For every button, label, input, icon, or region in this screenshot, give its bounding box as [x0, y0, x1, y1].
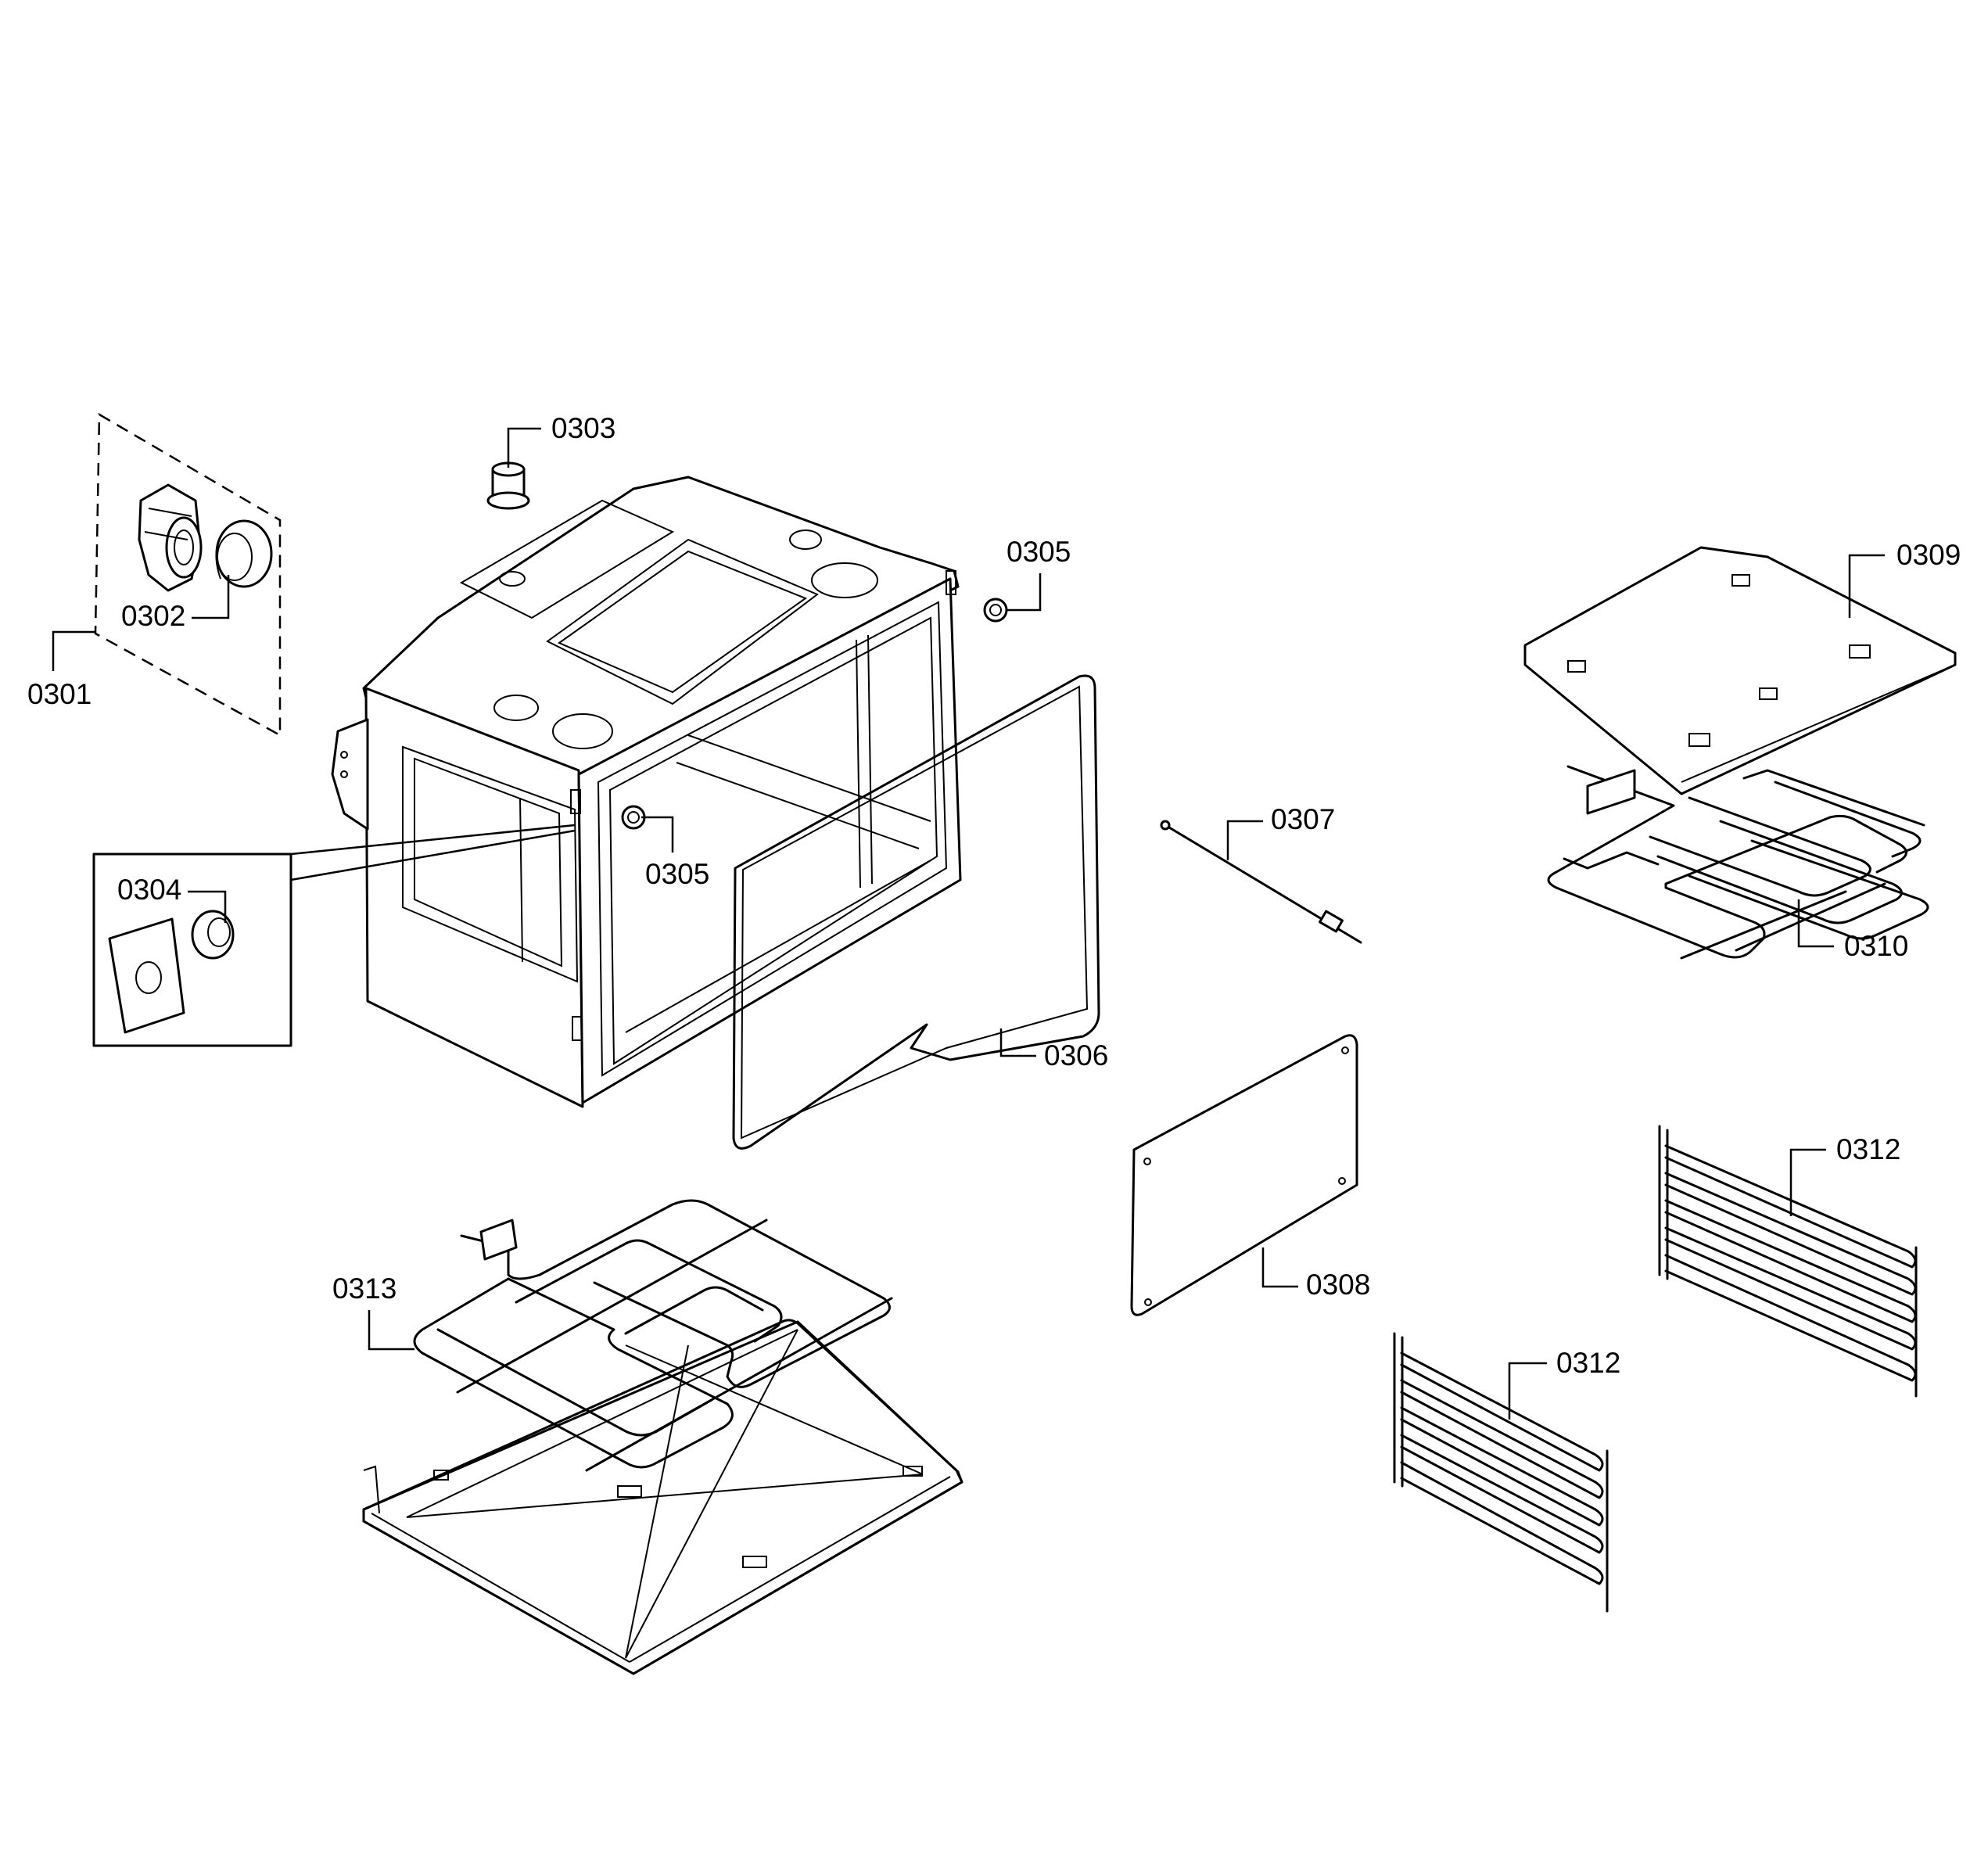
plug-right	[983, 598, 1008, 623]
rack-rail-right	[1658, 1125, 1918, 1398]
label-0305-front: 0305	[645, 858, 709, 890]
back-panel	[1130, 1034, 1358, 1316]
label-0304: 0304	[117, 874, 181, 906]
light-bracket-inset	[92, 824, 576, 1047]
door-gasket	[732, 674, 1100, 1150]
sensor-rod	[1160, 820, 1362, 944]
label-0312-lower: 0312	[1556, 1347, 1620, 1379]
plug-front	[621, 805, 646, 830]
label-0312-right: 0312	[1836, 1133, 1900, 1165]
label-0303: 0303	[551, 412, 615, 444]
leader-lines	[52, 427, 1885, 1420]
broil-element	[1547, 765, 1929, 960]
top-cover-plate	[1523, 546, 1957, 795]
rack-rail-left	[1393, 1332, 1609, 1613]
lamp-assembly-group	[94, 412, 282, 738]
label-0307: 0307	[1271, 803, 1335, 835]
lamp-socket	[138, 483, 203, 592]
temperature-sensor	[486, 461, 530, 510]
label-0305-right: 0305	[1007, 536, 1071, 568]
label-0310: 0310	[1844, 930, 1908, 962]
bake-element	[413, 1199, 893, 1472]
bottom-panel	[362, 1319, 963, 1675]
label-0301: 0301	[27, 678, 92, 710]
oven-cavity	[331, 476, 962, 1108]
label-0313: 0313	[332, 1273, 397, 1305]
lamp-cover	[215, 519, 273, 588]
label-0309: 0309	[1896, 539, 1961, 571]
label-0308: 0308	[1306, 1269, 1370, 1301]
part-labels: 0301 0302 0303 0304 0305 0305 0306 0307 …	[27, 412, 1961, 1379]
label-0306: 0306	[1044, 1039, 1108, 1071]
label-0302: 0302	[121, 600, 185, 632]
